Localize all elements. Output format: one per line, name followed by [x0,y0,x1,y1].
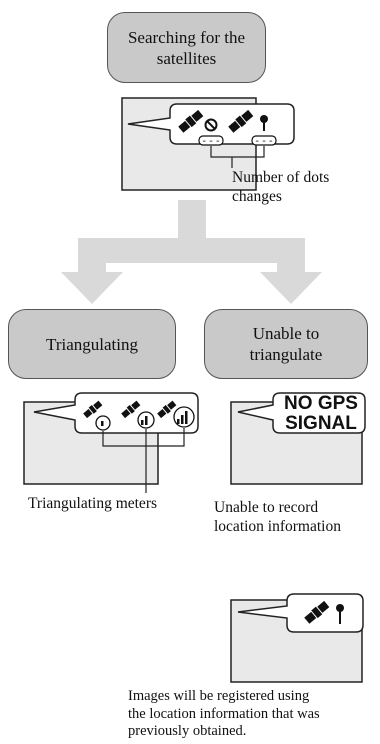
prohibit-icon [204,118,218,132]
satellite-signal-icon [157,400,177,419]
caption-images-line2: the location information that was [128,705,320,722]
caption-unable: Unable to record location information [214,498,341,536]
caption-images-line1: Images will be registered using [128,688,310,704]
no-gps-signal-indicator: NO GPS SIGNAL [278,394,364,434]
caption-meters: Triangulating meters [28,494,157,513]
caption-unable-line1: Unable to record [214,499,319,516]
no-gps-line1: NO GPS [284,393,358,414]
caption-dots: Number of dots changes [232,168,329,206]
state-searching-line2: satellites [156,48,217,68]
state-unable-line2: triangulate [249,345,323,364]
branch-arrow [61,200,322,304]
satellite-searching-icon [178,109,204,133]
callout-bubble [237,392,366,434]
no-gps-line2: SIGNAL [285,413,357,434]
dots-right [251,135,277,146]
caption-unable-line2: location information [214,518,341,535]
state-searching: Searching for the satellites [107,12,266,83]
state-searching-line1: Searching for the [127,27,246,47]
callout-bubble [237,593,364,633]
satellite-locating-icon [228,109,254,133]
state-unable-line1: Unable to [252,324,320,343]
svg-text:- - -: - - - [255,136,273,147]
svg-text:- - -: - - - [202,136,220,147]
callout-bubble [33,392,199,434]
state-triangulating-label: Triangulating [46,334,138,354]
caption-dots-line1: Number of dots [232,169,330,186]
satellite-signal-icon [121,400,141,419]
caption-dots-line2: changes [232,188,282,205]
state-unable: Unable to triangulate [204,309,368,379]
satellite-last-location-icon [304,600,330,624]
caption-images-line3: previously obtained. [128,723,247,739]
caption-images: Images will be registered using the loca… [128,688,320,741]
satellite-signal-icon [83,400,103,419]
caption-meters-text: Triangulating meters [28,495,158,512]
dots-left [198,135,224,146]
state-triangulating: Triangulating [8,309,176,379]
